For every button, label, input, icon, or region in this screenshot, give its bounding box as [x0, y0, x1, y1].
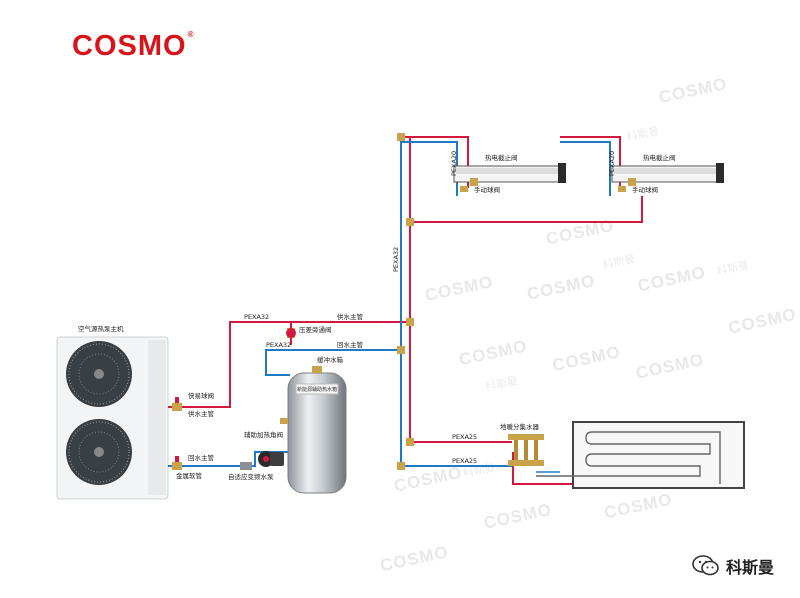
pexa32-top-label: PEXA32 [244, 313, 269, 321]
bypass-valve-label: 压差旁通阀 [299, 325, 332, 334]
return-main-pipe [265, 137, 402, 376]
thermo-valve-a-label: 热电截止阀 [485, 153, 518, 162]
floor-heating-loop [536, 421, 745, 489]
manual-valve-b-label: 手动球阀 [632, 185, 658, 194]
pexa25-b-label: PEXA25 [452, 457, 477, 465]
footer-brand: 科斯曼 [692, 554, 774, 578]
footer-text: 科斯曼 [725, 558, 774, 577]
watermark: COSMO [657, 74, 729, 107]
watermark-cn: 科斯曼 [601, 251, 636, 272]
fan-coil-grille [456, 168, 562, 174]
tank-top-fitting [312, 366, 322, 373]
pexa20-a-label: PEXA20 [450, 151, 458, 176]
cosmo-logo: COSMO® [72, 30, 194, 63]
watermark: COSMO [525, 271, 597, 304]
manifold-outlet [534, 440, 538, 460]
heat-pump-unit: 空气源热泵主机 [56, 324, 169, 500]
fan-coil-grille [614, 168, 720, 174]
floor-coil-pipe [536, 431, 721, 484]
return-pipes [168, 137, 611, 467]
return-main-mid-label: 回水主管 [337, 340, 364, 349]
manual-valve-icon [460, 186, 468, 192]
watermark-cn: 科斯曼 [625, 123, 660, 144]
pipe-fittings [397, 133, 414, 470]
watermark: COSMO [379, 542, 451, 575]
thermo-valve-icon [470, 178, 478, 186]
manifold-bar-bottom [508, 460, 544, 466]
watermark: COSMO [634, 350, 706, 383]
tee-fitting [397, 462, 405, 470]
return-floor-pipe [400, 350, 512, 467]
logo-text: COSMO [72, 30, 187, 62]
heat-pump-label: 空气源热泵主机 [78, 324, 124, 333]
aux-angle-valve-label: 辅助加热角阀 [244, 430, 283, 439]
aux-angle-valve-icon [280, 418, 288, 424]
quick-valve-icon [172, 456, 182, 470]
watermark: COSMO [544, 216, 616, 249]
fan-icon [66, 341, 132, 407]
quick-valve-label: 快易球阀 [188, 391, 214, 400]
buffer-tank: 新能源辅助热水箱 缓冲水箱 [280, 355, 347, 494]
manifold-label: 地暖分集水器 [500, 422, 540, 431]
return-branch-fcu-b [560, 141, 611, 196]
pexa25-a-label: PEXA25 [452, 433, 477, 441]
watermark: COSMO [423, 272, 495, 305]
tee-fitting [406, 218, 414, 226]
manual-valve-icon [618, 186, 626, 192]
labels: 快易球阀 供水主管 回水主管 金属软管 PEXA32 供水主管 压差旁通阀 PE… [176, 151, 676, 481]
tank-brand-text: 新能源辅助热水箱 [297, 386, 337, 393]
manual-valve-a-label: 手动球阀 [474, 185, 500, 194]
metal-hose-icon [240, 462, 252, 470]
fan-coil-unit-b [611, 163, 724, 192]
wechat-icon [692, 555, 719, 576]
manifold-bar-top [508, 434, 544, 440]
fan-icon [66, 419, 132, 485]
watermark: COSMO [482, 500, 554, 533]
pexa32-vertical-label: PEXA32 [392, 247, 400, 272]
watermark: COSMO [457, 336, 529, 369]
tank-label-plate [295, 383, 339, 395]
manifold-outlet [514, 440, 518, 460]
thermo-valve-b-label: 热电截止阀 [643, 153, 676, 162]
pump-icon [258, 451, 284, 467]
quick-valve-icon [172, 397, 182, 411]
heat-pump-side-panel [148, 340, 166, 495]
watermark-cn: 科斯曼 [462, 460, 497, 481]
buffer-tank-label: 缓冲水箱 [317, 355, 344, 364]
watermark: COSMO [602, 490, 674, 523]
manifold-outlet [524, 440, 528, 460]
supply-main-mid-label: 供水主管 [337, 312, 364, 321]
floor-heating-manifold [508, 434, 544, 466]
watermark-cn: 科斯曼 [484, 373, 519, 394]
fan-coil-end-cap [558, 163, 566, 183]
fan-coil-unit-a [453, 163, 566, 192]
floor-panel [572, 421, 745, 489]
watermark: COSMO [636, 263, 708, 296]
tee-fitting [406, 318, 414, 326]
fan-coil-end-cap [716, 163, 724, 183]
supply-main-left-label: 供水主管 [188, 409, 215, 418]
watermark: COSMO [727, 305, 799, 338]
pump-label: 自适应变频水泵 [228, 472, 274, 481]
tee-fitting [397, 133, 405, 141]
tee-fitting [406, 438, 414, 446]
return-main-pipe-left [168, 451, 288, 467]
bypass-valve-icon [286, 328, 296, 338]
pexa20-b-label: PEXA20 [608, 151, 616, 176]
metal-hose-label: 金属软管 [176, 471, 203, 480]
supply-riser-pipe [401, 136, 411, 222]
return-main-left-label: 回水主管 [188, 453, 215, 462]
registered-mark: ® [187, 30, 195, 39]
pexa32-mid-label: PEXA32 [266, 341, 291, 349]
tee-fitting [397, 346, 405, 354]
thermo-valve-icon [628, 178, 636, 186]
watermark-cn: 科斯曼 [715, 257, 750, 278]
watermark: COSMO [551, 342, 623, 375]
